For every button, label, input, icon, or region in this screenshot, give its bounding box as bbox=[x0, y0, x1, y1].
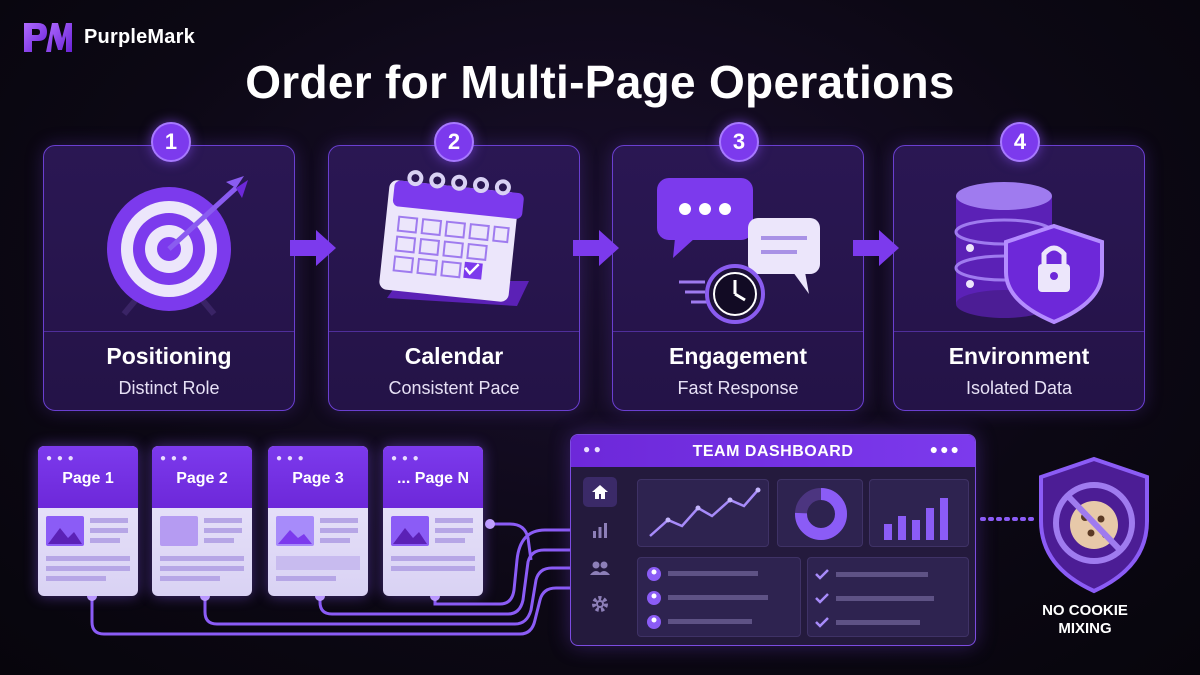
card-divider bbox=[894, 331, 1144, 332]
arrow-right-icon bbox=[573, 230, 619, 266]
step-title: Engagement bbox=[668, 343, 808, 369]
image-placeholder-icon bbox=[276, 516, 360, 581]
page-label: Page 3 bbox=[292, 470, 344, 487]
step-badge-2: 2 bbox=[434, 122, 474, 162]
step-card-calendar: Calendar Consistent Pace bbox=[328, 145, 580, 411]
step-title: Calendar bbox=[404, 343, 504, 369]
page-card[interactable]: ● ● ●Page 1 bbox=[38, 446, 138, 596]
brand: PurpleMark bbox=[22, 20, 195, 54]
step-badge-1: 1 bbox=[151, 122, 191, 162]
page-card[interactable]: ● ● ●Page 2 bbox=[152, 446, 252, 596]
step-title: Environment bbox=[948, 343, 1090, 369]
image-placeholder-icon bbox=[160, 516, 244, 581]
no-cookie-label: NO COOKIE MIXING bbox=[1042, 602, 1128, 637]
dashboard-title: TEAM DASHBOARD bbox=[692, 443, 854, 460]
page-label: Page 2 bbox=[176, 470, 228, 487]
user-list-panel bbox=[637, 557, 801, 637]
users-icon[interactable] bbox=[583, 553, 617, 583]
page-card[interactable]: ● ● ●... Page N bbox=[383, 446, 483, 596]
step-badge-3: 3 bbox=[719, 122, 759, 162]
chat-clock-icon bbox=[657, 178, 820, 324]
step-subtitle: Fast Response bbox=[677, 378, 799, 398]
brand-name: PurpleMark bbox=[84, 25, 195, 48]
step-subtitle: Distinct Role bbox=[118, 378, 220, 398]
page-title: Order for Multi-Page Operations bbox=[245, 56, 955, 108]
no-cookie-shield-icon bbox=[1039, 456, 1149, 594]
page-label: Page 1 bbox=[62, 470, 114, 487]
checklist-panel bbox=[807, 557, 969, 637]
line-chart-icon bbox=[649, 487, 761, 537]
gear-icon[interactable] bbox=[583, 589, 617, 619]
donut-chart-icon bbox=[795, 488, 847, 540]
line-chart-panel bbox=[637, 479, 769, 547]
bar-chart-icon[interactable] bbox=[583, 515, 617, 545]
step-title: Positioning bbox=[106, 343, 232, 369]
bar-chart-panel bbox=[869, 479, 969, 547]
user-list-icon bbox=[647, 567, 768, 629]
dotted-connector bbox=[980, 517, 1034, 521]
database-shield-icon bbox=[954, 182, 1104, 325]
step-card-engagement: Engagement Fast Response bbox=[612, 145, 864, 411]
connection-lines bbox=[87, 519, 572, 636]
step-subtitle: Consistent Pace bbox=[388, 378, 520, 398]
arrow-right-icon bbox=[290, 230, 336, 266]
step-card-environment: Environment Isolated Data bbox=[893, 145, 1145, 411]
home-icon[interactable] bbox=[583, 477, 617, 507]
calendar-icon bbox=[379, 170, 529, 306]
card-divider bbox=[613, 331, 863, 332]
step-subtitle: Isolated Data bbox=[965, 378, 1073, 398]
card-divider bbox=[44, 331, 294, 332]
arrow-right-icon bbox=[853, 230, 899, 266]
bar-chart-icon bbox=[884, 498, 948, 540]
donut-chart-panel bbox=[777, 479, 863, 547]
step-badge-4: 4 bbox=[1000, 122, 1040, 162]
page-card[interactable]: ● ● ●Page 3 bbox=[268, 446, 368, 596]
image-placeholder-icon bbox=[46, 516, 130, 581]
image-placeholder-icon bbox=[391, 516, 475, 571]
checklist-icon bbox=[815, 569, 934, 628]
target-icon bbox=[107, 176, 248, 316]
card-divider bbox=[329, 331, 579, 332]
page-label: ... Page N bbox=[396, 470, 470, 487]
dashboard-header: ● ● TEAM DASHBOARD ●●● bbox=[571, 435, 975, 467]
pm-logo-icon bbox=[24, 23, 72, 52]
team-dashboard: ● ● TEAM DASHBOARD ●●● bbox=[570, 434, 976, 646]
step-card-positioning: Positioning Distinct Role bbox=[43, 145, 295, 411]
